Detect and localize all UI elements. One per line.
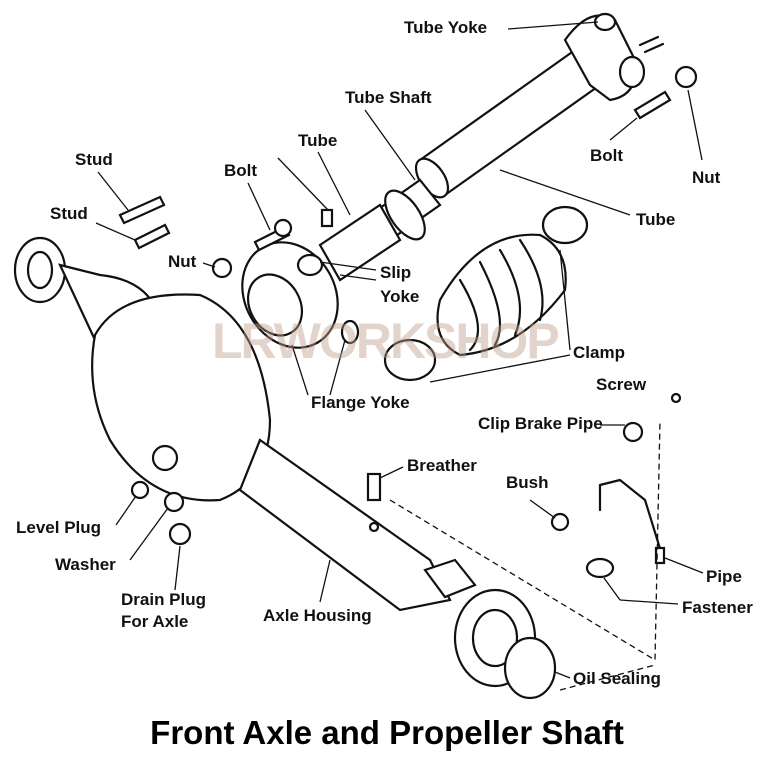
- label-axle-housing: Axle Housing: [263, 606, 372, 625]
- watermark: LRWORKSHOP: [212, 313, 560, 369]
- label-slip: Slip: [380, 263, 412, 282]
- label-bolt: Bolt: [224, 161, 258, 180]
- label-for-axle: For Axle: [121, 612, 189, 631]
- label-stud: Stud: [75, 150, 113, 169]
- label-oil-sealing: Oil Sealing: [573, 669, 661, 688]
- label-tube: Tube: [636, 210, 676, 229]
- flange-yoke: [241, 241, 360, 349]
- label-washer: Washer: [55, 555, 116, 574]
- leader-lines: [95, 21, 704, 691]
- axle-housing: [13, 236, 557, 700]
- label-tube-yoke: Tube Yoke: [404, 18, 488, 37]
- label-stud: Stud: [50, 204, 88, 223]
- label-nut: Nut: [692, 168, 721, 187]
- label-breather: Breather: [407, 456, 477, 475]
- label-clamp: Clamp: [573, 343, 625, 362]
- label-tube: Tube: [298, 131, 338, 150]
- label-clip-brake-pipe: Clip Brake Pipe: [478, 414, 603, 433]
- small-parts: [118, 65, 698, 579]
- label-yoke: Yoke: [380, 287, 420, 306]
- label-nut: Nut: [168, 252, 197, 271]
- label-fastener: Fastener: [682, 598, 753, 617]
- label-tube-shaft: Tube Shaft: [345, 88, 432, 107]
- propeller-shaft: [318, 12, 665, 282]
- label-screw: Screw: [596, 375, 647, 394]
- label-bolt: Bolt: [590, 146, 624, 165]
- label-drain-plug: Drain Plug: [121, 590, 207, 609]
- diagram-title: Front Axle and Propeller Shaft: [150, 714, 624, 751]
- label-level-plug: Level Plug: [16, 518, 102, 537]
- label-flange-yoke: Flange Yoke: [311, 393, 410, 412]
- label-bush: Bush: [506, 473, 549, 492]
- rubber-gaiter: [383, 205, 589, 382]
- label-pipe: Pipe: [706, 567, 742, 586]
